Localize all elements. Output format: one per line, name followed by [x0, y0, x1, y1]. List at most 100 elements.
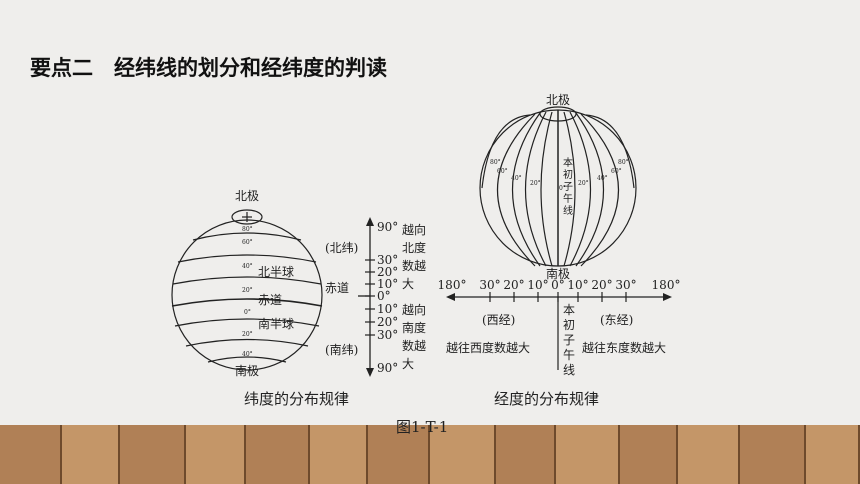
lon-axis-label: 180° [438, 278, 467, 292]
lon-axis-ticks: 180°30°20°10°0°10°20°30°180° [438, 278, 680, 302]
globe-lat-label: 0° [244, 309, 251, 316]
south-note-line: 越向 [402, 302, 426, 317]
north-note-line: 越向 [402, 222, 426, 237]
lon-axis-arrow-right [663, 293, 672, 301]
north-note-line: 数越 [402, 258, 426, 273]
north-pole-cap [231, 209, 263, 225]
lon-axis-arrow-left [446, 293, 455, 301]
axis-meridian-char: 初 [563, 318, 575, 332]
floor-plank [620, 425, 678, 484]
slide-background [0, 0, 860, 425]
floor-plank [246, 425, 310, 484]
floor-plank [430, 425, 496, 484]
globe-lon-label: 40° [597, 175, 608, 182]
axis-meridian-char: 子 [563, 333, 575, 347]
wood-floor-decoration [0, 425, 860, 484]
lon-axis-label: 0° [551, 278, 565, 292]
meridian-char: 初 [563, 168, 573, 181]
figure-caption: 图1-T-1 [396, 418, 448, 436]
latitude-diagram [171, 209, 323, 371]
globe-lon-label: 20° [530, 180, 541, 187]
globe-lon-label: 60° [497, 168, 508, 175]
floor-plank [368, 425, 430, 484]
meridian-w60 [496, 113, 536, 267]
floor-plank [120, 425, 186, 484]
meridian-char: 午 [563, 192, 573, 205]
meridian-w40 [511, 112, 541, 267]
lon-axis-label: 10° [567, 278, 588, 292]
floor-plank [62, 425, 120, 484]
lat-scale-label: 90° [377, 361, 398, 375]
globe-lat-label: 80° [242, 226, 253, 233]
lat-scale-label: 90° [377, 220, 398, 234]
floor-plank [496, 425, 556, 484]
north-pole-label-lon: 北极 [546, 93, 570, 107]
floor-plank [806, 425, 860, 484]
axis-meridian-char: 午 [563, 348, 575, 362]
meridian-e40 [575, 112, 605, 267]
lat-scale-label: 20° [377, 265, 398, 279]
northern-hemisphere-label: 北半球 [258, 265, 294, 279]
south-note-line: 数越 [402, 338, 426, 353]
east-longitude-label: (东经) [600, 313, 633, 327]
equator-label-globe: 赤道 [258, 293, 282, 307]
globe-lon-label: 40° [511, 175, 522, 182]
lat-scale-ticks: 90°30°20°10°0°10°20°30°90° [365, 220, 398, 375]
floor-plank [310, 425, 368, 484]
lat-scale-arrow-up [366, 217, 374, 226]
parallel-s40 [185, 338, 309, 347]
axis-meridian-char: 本 [563, 303, 575, 317]
south-note-line: 大 [402, 357, 414, 371]
parallel-equator [171, 298, 323, 307]
globe-lon-label: 20° [578, 180, 589, 187]
meridian-char: 线 [563, 204, 573, 217]
south-pole-label-lon: 南极 [546, 266, 570, 281]
parallel-s60 [207, 356, 287, 363]
globe-lat-label: 60° [242, 239, 253, 246]
floor-plank [740, 425, 806, 484]
lon-axis-label: 30° [479, 278, 500, 292]
meridian-w20 [525, 111, 547, 267]
parallel-s20 [174, 318, 320, 327]
lat-scale-label: 0° [377, 289, 391, 303]
parallel-20 [172, 276, 322, 285]
south-pole-label-lat: 南极 [235, 363, 259, 378]
meridian-e60 [580, 113, 620, 267]
lat-scale-arrow-down [366, 368, 374, 377]
globe-lat-label: 20° [242, 287, 253, 294]
west-note: 越往西度数越大 [446, 340, 530, 355]
globe-lon-label: 60° [611, 168, 622, 175]
north-pole-label-lat: 北极 [235, 189, 259, 203]
meridian-char: 本 [563, 156, 573, 169]
longitude-diagram [479, 106, 637, 267]
floor-plank [678, 425, 740, 484]
floor-plank [186, 425, 246, 484]
lat-scale-label: 20° [377, 315, 398, 329]
globe-lat-label: 40° [242, 263, 253, 270]
lon-axis-label: 20° [503, 278, 524, 292]
southern-hemisphere-label: 南半球 [258, 316, 294, 331]
lat-scale-label: 30° [377, 253, 398, 267]
north-note-line: 北度 [402, 240, 426, 255]
latitude-caption: 纬度的分布规律 [244, 390, 349, 408]
meridian-e80 [585, 114, 635, 189]
globe-lon-label: 80° [618, 159, 629, 166]
page-title: 要点二 经纬线的划分和经纬度的判读 [30, 56, 387, 80]
globe-lon-label: 80° [490, 159, 501, 166]
east-note: 越往东度数越大 [582, 340, 666, 355]
parallel-40 [177, 254, 317, 263]
prime-meridian-zero: 0° [559, 185, 566, 192]
latitude-scale [358, 222, 371, 372]
equator-side-label: 赤道 [325, 281, 349, 295]
lon-axis-label: 20° [591, 278, 612, 292]
lat-scale-label: 30° [377, 328, 398, 342]
meridian-w80 [481, 114, 531, 189]
north-latitude-label: (北纬) [325, 241, 358, 255]
globe-lat-label: 20° [242, 331, 253, 338]
north-note-line: 大 [402, 277, 414, 291]
lat-scale-label: 10° [377, 302, 398, 316]
